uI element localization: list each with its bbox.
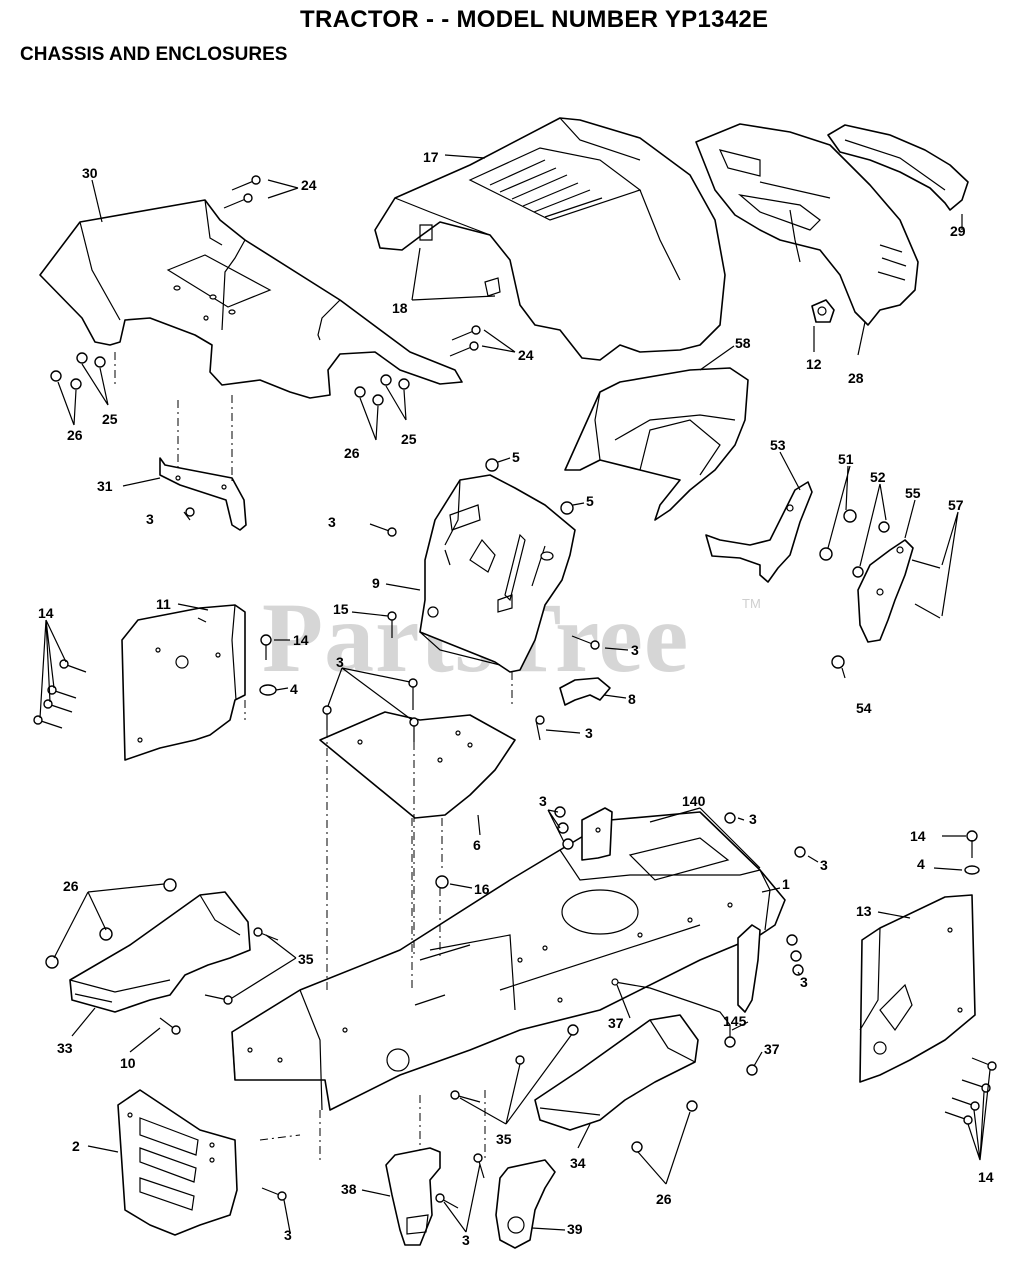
part-rear-fender[interactable] <box>39 199 463 399</box>
part-dash-tower[interactable] <box>419 474 576 673</box>
callout-39: 39 <box>567 1221 583 1237</box>
callout-57: 57 <box>948 497 964 513</box>
part-34-footrest[interactable] <box>534 1014 699 1131</box>
callout-3d: 3 <box>336 654 344 670</box>
callout-3g: 3 <box>749 811 757 827</box>
callout-17: 17 <box>423 149 439 165</box>
callout-30: 30 <box>82 165 98 181</box>
callout-35: 35 <box>298 951 314 967</box>
part-31-bracket[interactable] <box>159 457 247 531</box>
part-heat-shield[interactable] <box>564 367 749 521</box>
callout-37: 37 <box>608 1015 624 1031</box>
part-2-front-bracket[interactable] <box>117 1089 238 1236</box>
callout-5b: 5 <box>586 493 594 509</box>
callout-8: 8 <box>628 691 636 707</box>
watermark-trademark: TM <box>742 596 761 611</box>
callout-10: 10 <box>120 1055 136 1071</box>
part-6-plate[interactable] <box>319 711 516 819</box>
callout-24b: 24 <box>518 347 534 363</box>
callout-51: 51 <box>838 451 854 467</box>
part-145-rod[interactable] <box>611 978 731 1040</box>
callout-3e: 3 <box>585 725 593 741</box>
callout-11: 11 <box>156 596 171 612</box>
callout-3h: 3 <box>820 857 828 873</box>
callout-35b: 35 <box>496 1131 512 1147</box>
part-12-clip[interactable] <box>811 299 835 323</box>
callout-4: 4 <box>290 681 298 697</box>
callout-3i: 3 <box>800 974 808 990</box>
part-11-left-panel[interactable] <box>121 604 246 761</box>
part-39-bracket[interactable] <box>495 1159 556 1249</box>
callout-31: 31 <box>97 478 113 494</box>
part-hood[interactable] <box>374 117 726 361</box>
callout-14: 14 <box>38 605 54 621</box>
callout-6: 6 <box>473 837 481 853</box>
part-55-plate[interactable] <box>857 539 914 643</box>
callout-26: 26 <box>67 427 83 443</box>
callout-24: 24 <box>301 177 317 193</box>
part-1-frame[interactable] <box>231 811 786 1111</box>
callout-12: 12 <box>806 356 822 372</box>
callout-140: 140 <box>682 793 706 809</box>
callout-18: 18 <box>392 300 408 316</box>
callout-14c: 14 <box>910 828 926 844</box>
callout-33: 33 <box>57 1040 73 1056</box>
callout-4b: 4 <box>917 856 925 872</box>
callout-2: 2 <box>72 1138 80 1154</box>
callout-38: 38 <box>341 1181 357 1197</box>
callout-13: 13 <box>856 903 872 919</box>
part-13-right-panel[interactable] <box>859 894 976 1083</box>
callout-29: 29 <box>950 223 966 239</box>
callout-34: 34 <box>570 1155 586 1171</box>
alignment-lines <box>114 352 513 1160</box>
callout-9: 9 <box>372 575 380 591</box>
callout-16: 16 <box>474 881 490 897</box>
callout-3k: 3 <box>284 1227 292 1243</box>
part-38-bracket[interactable] <box>385 1147 441 1246</box>
callout-26c: 26 <box>63 878 79 894</box>
fastener-group-plate <box>819 509 941 669</box>
section-subtitle: CHASSIS AND ENCLOSURES <box>20 44 288 65</box>
callout-labels: 17 30 24 29 18 24 12 28 25 26 25 26 58 3… <box>38 149 994 1248</box>
part-headlight-trim[interactable] <box>827 124 969 211</box>
callout-28: 28 <box>848 370 864 386</box>
fastener-group <box>33 175 997 1209</box>
callout-3b: 3 <box>328 514 336 530</box>
callout-52: 52 <box>870 469 886 485</box>
callout-58: 58 <box>735 335 751 351</box>
callout-5: 5 <box>512 449 520 465</box>
callout-26d: 26 <box>656 1191 672 1207</box>
callout-1: 1 <box>782 876 790 892</box>
callout-145: 145 <box>723 1013 747 1029</box>
callout-26b: 26 <box>344 445 360 461</box>
callout-15: 15 <box>333 601 349 617</box>
part-8-clamp[interactable] <box>559 677 611 706</box>
part-33-footrest[interactable] <box>69 891 251 1013</box>
callout-53: 53 <box>770 437 786 453</box>
part-37-bracket[interactable] <box>737 924 761 1013</box>
page-title: TRACTOR - - MODEL NUMBER YP1342E <box>300 6 769 33</box>
callout-3a: 3 <box>146 511 154 527</box>
callout-55: 55 <box>905 485 921 501</box>
callout-25: 25 <box>102 411 118 427</box>
callout-3c: 3 <box>631 642 639 658</box>
callout-37b: 37 <box>764 1041 780 1057</box>
callout-25b: 25 <box>401 431 417 447</box>
part-53-bracket[interactable] <box>705 481 813 583</box>
callout-3j: 3 <box>462 1232 470 1248</box>
part-grille-nose[interactable] <box>695 123 919 326</box>
callout-54: 54 <box>856 700 872 716</box>
callout-14d: 14 <box>978 1169 994 1185</box>
callout-3f: 3 <box>539 793 547 809</box>
callout-14b: 14 <box>293 632 309 648</box>
part-140-bracket[interactable] <box>581 807 613 861</box>
